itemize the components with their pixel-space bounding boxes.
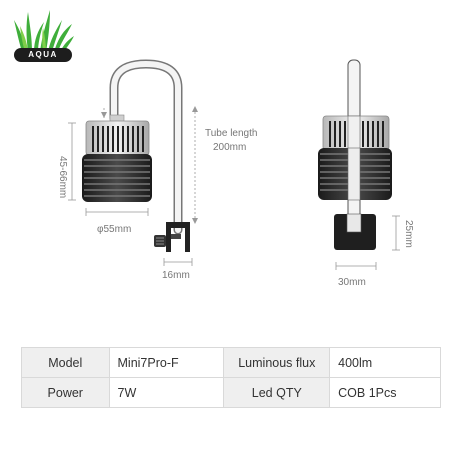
spec-key: Luminous flux <box>223 347 331 378</box>
table-row: Model Mini7Pro-F Luminous flux 400lm <box>21 347 441 378</box>
table-row: Power 7W Led QTY COB 1Pcs <box>21 377 441 408</box>
spec-value: COB 1Pcs <box>329 377 441 408</box>
side-width-label: 30mm <box>338 277 366 288</box>
diameter-label: φ55mm <box>97 224 132 235</box>
gooseneck-tube <box>109 59 183 235</box>
spec-key: Led QTY <box>223 377 331 408</box>
dimension-lines-side <box>335 215 400 270</box>
spec-value: 7W <box>108 377 225 408</box>
logo-text: AQUA <box>14 48 72 62</box>
spec-table: Model Mini7Pro-F Luminous flux 400lm Pow… <box>21 347 441 408</box>
spec-key: Power <box>21 377 110 408</box>
tube-length-value: 200mm <box>213 142 247 153</box>
spec-value: Mini7Pro-F <box>108 347 225 378</box>
grass-logo-icon <box>14 10 74 52</box>
lamp-head-front <box>82 114 152 202</box>
product-dimension-diagram <box>68 59 400 270</box>
spec-key: Model <box>21 347 110 378</box>
spec-value: 400lm <box>329 347 441 378</box>
clamp-width-label: 16mm <box>162 270 190 281</box>
clamp-front <box>154 222 190 252</box>
lamp-side-view <box>318 59 392 250</box>
dimension-lines-front <box>68 106 198 266</box>
height-dimension-label: 45-66mm <box>57 156 68 199</box>
side-height-label: 25mm <box>403 220 414 248</box>
tube-length-label: Tube length <box>205 128 258 139</box>
